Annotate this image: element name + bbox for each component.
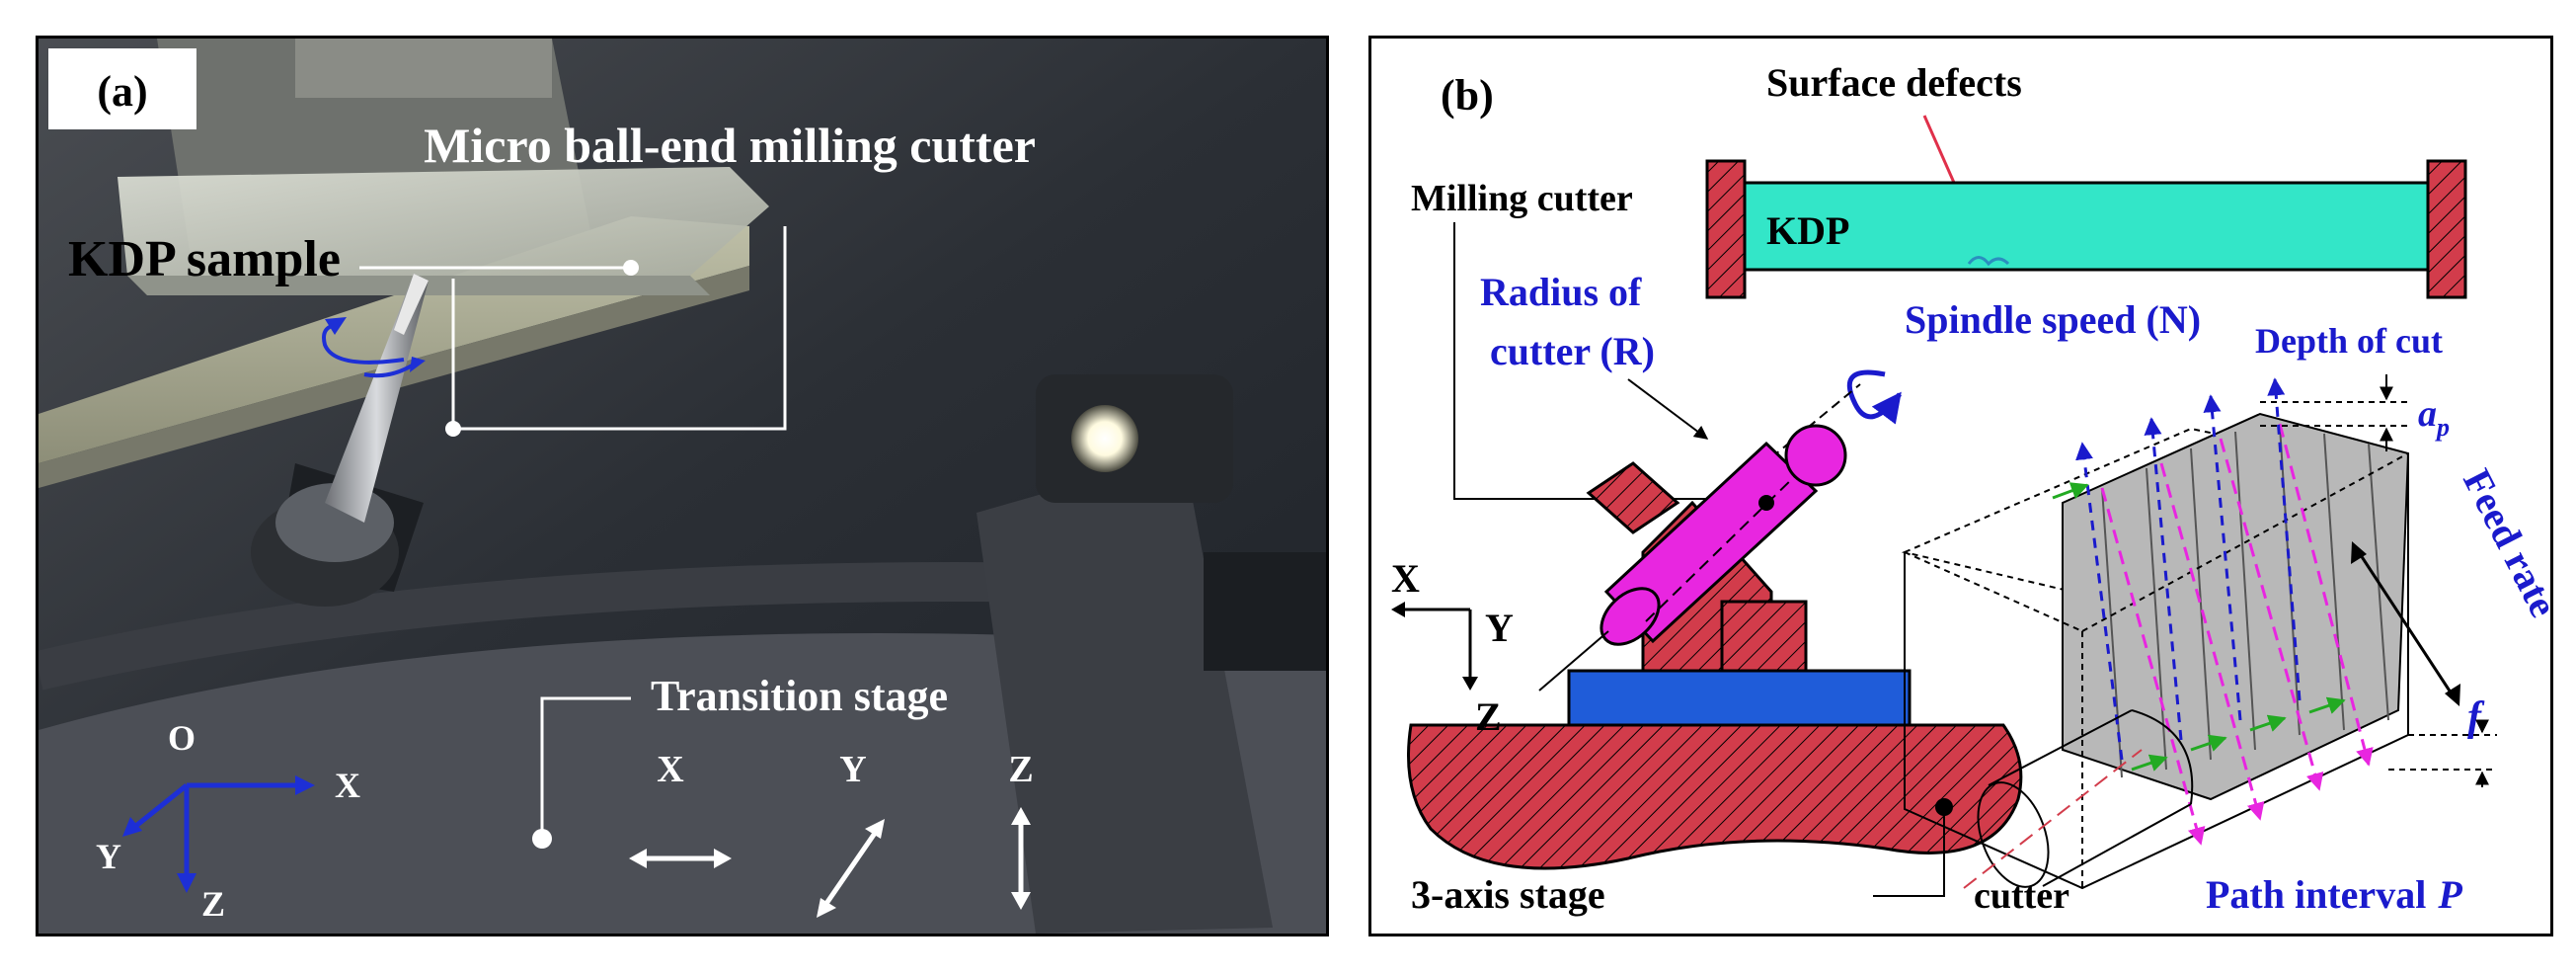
panel-b-illustration: (b) Surface defects KDP Milling cutter R… bbox=[1391, 60, 2550, 917]
cutter-leader-line bbox=[451, 226, 787, 431]
stage-axis-y: Y bbox=[839, 749, 866, 790]
coord-o-label: O bbox=[168, 718, 195, 758]
coordinate-frame-b bbox=[1401, 608, 1472, 681]
feed-rate-label: Feed rate bbox=[2455, 462, 2550, 624]
surface-defects-label: Surface defects bbox=[1766, 60, 2022, 105]
milling-cutter-leader bbox=[1453, 222, 1808, 500]
defect-mark bbox=[1967, 256, 2010, 267]
coord-b-z-arrowhead bbox=[1462, 677, 1478, 691]
spindle-speed-label: Spindle speed (N) bbox=[1905, 297, 2201, 342]
kdp-label: KDP bbox=[1766, 208, 1849, 253]
coord-b-z-label: Z bbox=[1475, 694, 1502, 739]
stage-axis-z: Z bbox=[1008, 749, 1033, 790]
panel-a-tag: (a) bbox=[97, 67, 147, 116]
feed-rate-arrow bbox=[2357, 551, 2455, 696]
coord-z-label: Z bbox=[201, 884, 225, 924]
stage-leader-dot bbox=[532, 829, 552, 849]
path-interval-dimension bbox=[2388, 719, 2497, 787]
spindle-rotation-arrow bbox=[1846, 369, 1902, 425]
radius-label-line2: cutter (R) bbox=[1490, 329, 1655, 373]
depth-of-cut-label: Depth of cut bbox=[2255, 321, 2443, 361]
coord-b-x-arrowhead bbox=[1391, 602, 1405, 617]
coordinate-frame-a bbox=[122, 775, 315, 893]
grooved-workpiece bbox=[1901, 412, 2410, 890]
panel-b-schematic: (b) Surface defects KDP Milling cutter R… bbox=[1368, 36, 2553, 936]
blue-path-lines bbox=[2075, 377, 2302, 761]
holder-bracket bbox=[1586, 461, 1680, 534]
panel-a-tag-box bbox=[48, 48, 196, 129]
kdp-workpiece bbox=[1743, 181, 2430, 272]
cutter-label-b: cutter bbox=[1974, 875, 2069, 917]
coord-b-y-label: Y bbox=[1485, 606, 1514, 650]
stage-x-arrow bbox=[629, 849, 732, 868]
sample-leader-dot bbox=[623, 260, 639, 276]
feed-symbol: f bbox=[2467, 694, 2485, 740]
radius-label-line1: Radius of bbox=[1480, 270, 1642, 314]
coord-x-label: X bbox=[335, 766, 360, 805]
radius-leader bbox=[1627, 378, 1709, 440]
magenta-cutter bbox=[1538, 424, 1847, 691]
milling-cutter-label: Milling cutter bbox=[1411, 178, 1633, 219]
panel-a-illustration: (a) Micro ball-end milling cutter KDP sa… bbox=[39, 39, 1326, 934]
coord-y-label: Y bbox=[96, 837, 121, 876]
stage-leader bbox=[1873, 807, 1945, 897]
depth-of-cut-dimension bbox=[2260, 374, 2408, 451]
three-axis-stage-base bbox=[1407, 723, 2023, 870]
green-step-arrows bbox=[2052, 482, 2346, 772]
kdp-clamp-left bbox=[1705, 159, 1747, 299]
stage-axis-x: X bbox=[657, 749, 683, 790]
feed-rate-arrowhead-bottom bbox=[2445, 684, 2460, 706]
feed-rate-arrowhead-top bbox=[2351, 541, 2367, 564]
stage-label: Transition stage bbox=[651, 672, 948, 720]
mount-block bbox=[1720, 600, 1808, 673]
stage-y-arrow bbox=[817, 819, 885, 918]
stage-blue-plate bbox=[1567, 669, 1912, 727]
cutter-leader-dot bbox=[445, 421, 461, 437]
magenta-path-lines bbox=[2100, 423, 2374, 846]
sample-label: KDP sample bbox=[68, 231, 341, 287]
cutter-label: Micro ball-end milling cutter bbox=[424, 118, 1036, 173]
cutter-cylinder bbox=[1963, 709, 2194, 889]
panel-b-tag: (b) bbox=[1441, 71, 1494, 120]
coord-b-x-label: X bbox=[1391, 556, 1420, 601]
ap-symbol: ap bbox=[2418, 393, 2450, 442]
stage-leader-line bbox=[540, 696, 631, 837]
three-axis-stage-label: 3-axis stage bbox=[1411, 872, 1605, 917]
kdp-clamp-right bbox=[2426, 159, 2467, 299]
stage-z-arrow bbox=[1011, 807, 1031, 910]
panel-a-photo: (a) Micro ball-end milling cutter KDP sa… bbox=[36, 36, 1329, 936]
